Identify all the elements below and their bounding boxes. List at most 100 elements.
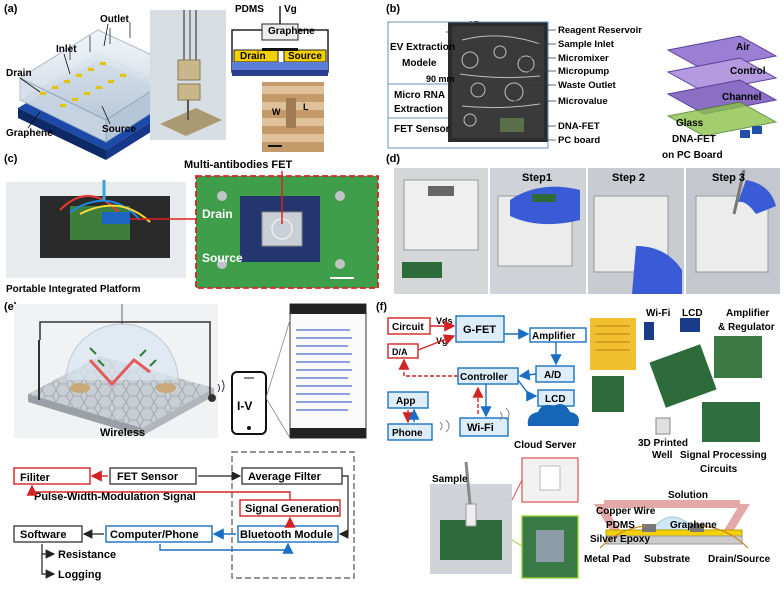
ad-label: A/D (544, 370, 561, 381)
controller-label: Controller (460, 372, 508, 383)
cloud-server-label: Cloud Server (514, 440, 576, 451)
vds-label: Vds (436, 316, 453, 326)
layer-channel: Channel (722, 92, 762, 103)
phone-screenshot (289, 303, 367, 439)
phone-label: Phone (392, 428, 423, 439)
pwm-signal-label: Pulse-Width-Modulation Signal (34, 491, 196, 503)
dna-fet-board-line2: on PC Board (662, 150, 723, 161)
multi-antibodies-fet-title: Multi-antibodies FET (184, 159, 292, 171)
exploded-layers (666, 35, 778, 138)
amplifier-regulator-line2: & Regulator (718, 322, 775, 333)
source-label: Source (102, 124, 136, 135)
bluetooth-module-label: Bluetooth Module (240, 529, 333, 541)
silver-epoxy-label: Silver Epoxy (590, 534, 650, 545)
signal-processing-line2: Circuits (700, 464, 738, 475)
processing-group-box (231, 451, 355, 579)
portable-platform-photo (6, 180, 186, 278)
da-label: D/A (392, 347, 408, 357)
solution-label: Solution (668, 490, 708, 501)
metal-pad-label: Metal Pad (584, 554, 631, 565)
lcd-label: LCD (545, 394, 566, 405)
panel-f: (f) Circuit D/A G-FET Amplifier Controll… (376, 301, 775, 579)
callout-dna-fet: DNA-FET (558, 121, 600, 132)
step2-photo (588, 168, 684, 294)
module-fet-sensor: FET Sensor (394, 124, 450, 135)
sample-photo (430, 461, 512, 574)
step-2-label: Step 2 (612, 172, 645, 184)
signal-generation-block: Signal Generation (239, 499, 341, 517)
panel-c-letter: (c) (4, 153, 18, 165)
hardware-photo (590, 318, 762, 442)
iv-label: I-V (237, 399, 252, 413)
testing-system-photo (394, 168, 488, 294)
wireless-label: Wireless (100, 427, 145, 439)
callout-micropump: Micropump (558, 66, 609, 77)
controller-block: Controller (457, 367, 519, 385)
panel-b: (b) 65 mm EV Extraction Modele 90 mm Mic… (386, 3, 778, 161)
inlet-label: Inlet (56, 44, 77, 55)
computer-phone-block: Computer/Phone (105, 525, 213, 543)
software-block: Software (13, 525, 83, 543)
module-micro-rna-line2: Extraction (394, 104, 443, 115)
lcd-block: LCD (537, 389, 575, 407)
filter-block: Filiter (13, 467, 91, 485)
fet-sensor-label: FET Sensor (117, 471, 179, 483)
phone-block: Phone (387, 423, 433, 441)
device-photo (150, 10, 226, 140)
drain-photo-label: Drain (202, 207, 233, 221)
callout-waste-outlet: Waste Outlet (558, 80, 617, 91)
app-label: App (396, 396, 415, 407)
software-label: Software (20, 529, 66, 541)
panel-c: (c) Portable Integrated Platform Multi-a… (4, 153, 379, 295)
da-block: D/A (387, 343, 419, 359)
amplifier-label: Amplifier (532, 331, 575, 342)
graphene-inset-label: Graphene (268, 26, 315, 37)
ad-block: A/D (535, 365, 575, 383)
pdms-label: PDMS (235, 4, 264, 15)
step1-photo (490, 168, 586, 294)
average-filter-label: Average Filter (248, 471, 322, 483)
vg-label: Vg (284, 4, 297, 15)
gfet-label: G-FET (463, 324, 496, 336)
cloud-icon (527, 404, 579, 426)
callout-pc-board: PC board (558, 135, 600, 146)
graphene-cross-label: Graphene (670, 520, 717, 531)
signal-generation-label: Signal Generation (245, 503, 339, 515)
integrated-chip-photo (448, 22, 548, 142)
average-filter-block: Average Filter (241, 467, 343, 485)
gfet-block: G-FET (455, 315, 505, 343)
step-1-label: Step1 (522, 172, 552, 184)
callout-sample-inlet: Sample Inlet (558, 39, 615, 50)
step-3-label: Step 3 (712, 172, 745, 184)
panel-a-letter: (a) (4, 3, 18, 15)
length-label: L (303, 102, 309, 112)
logging-label: Logging (58, 569, 101, 581)
callout-micromixer: Micromixer (558, 53, 609, 64)
signal-processing-line1: Signal Processing (680, 450, 767, 461)
dna-fet-board-line1: DNA-FET (672, 134, 716, 145)
computer-phone-label: Computer/Phone (110, 529, 199, 541)
well-cross-section (594, 500, 750, 549)
multi-antibodies-fet-photo (196, 176, 378, 288)
wifi-photo-label: Wi-Fi (646, 308, 671, 319)
amplifier-regulator-line1: Amplifier (726, 308, 769, 319)
module-ev-extraction-line2: Modele (402, 58, 437, 69)
pdms-cross-label: PDMS (606, 520, 635, 531)
phone-icon (231, 371, 267, 435)
module-micro-rna-line1: Micro RNA (394, 90, 445, 101)
layer-control: Control (730, 66, 766, 77)
micrograph (262, 82, 324, 152)
portable-platform-caption: Portable Integrated Platform (6, 284, 141, 295)
printed-well-line1: 3D Printed (638, 438, 688, 449)
drain-label: Drain (6, 68, 32, 79)
circuit-label: Circuit (392, 322, 424, 333)
panel-b-letter: (b) (386, 3, 400, 15)
cross-section-diagram (231, 6, 329, 76)
copper-wire-label: Copper Wire (596, 506, 656, 517)
panel-a: (a) Outlet Inlet Drain (4, 3, 329, 160)
printed-well-line2: Well (652, 450, 673, 461)
source-inset-label: Source (288, 51, 322, 62)
drain-inset-label: Drain (240, 51, 266, 62)
